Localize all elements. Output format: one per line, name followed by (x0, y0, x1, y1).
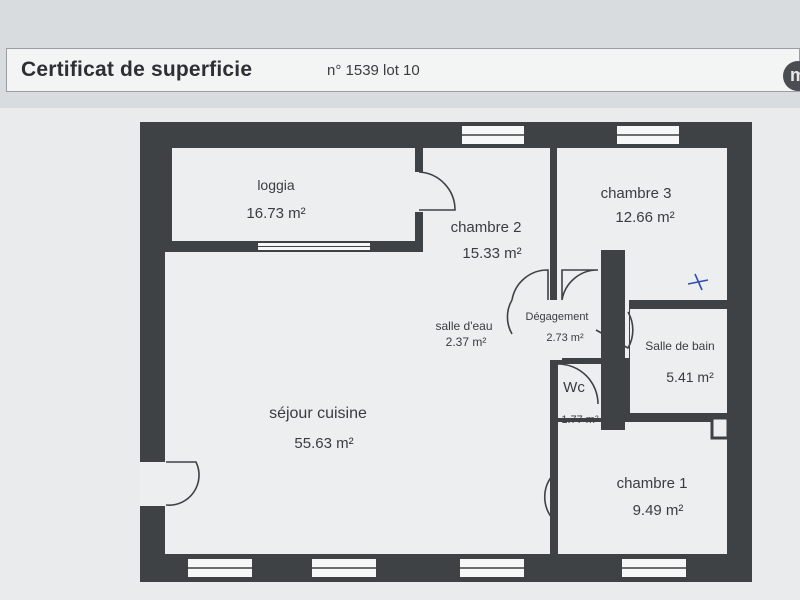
wc-door-swing (557, 363, 599, 405)
salle-eau-name: salle d'eau (436, 319, 493, 333)
degagement-area: 2.73 m² (546, 332, 584, 344)
sejour-area: 55.63 m² (294, 435, 353, 452)
sejour-extension (415, 252, 425, 362)
chambre3-door-swing (561, 269, 599, 301)
entrance-door-swing (165, 461, 200, 506)
salle-bain-floor (630, 309, 727, 413)
duct-box (710, 416, 730, 440)
wc-area: 1.77 m² (561, 414, 599, 426)
entrance-door-opening (140, 462, 166, 506)
salle-bain-door-swing (595, 311, 634, 350)
sejour-floor (165, 252, 550, 554)
chambre1-name: chambre 1 (617, 475, 688, 492)
sejour-name: séjour cuisine (269, 405, 367, 422)
loggia-door-swing (418, 171, 456, 211)
chambre2-name: chambre 2 (451, 219, 522, 236)
corridor-floor (550, 300, 562, 360)
certificate-header: Certificat de superficie n° 1539 lot 10 … (6, 48, 800, 92)
pen-mark-icon (687, 273, 709, 291)
chambre1-floor (558, 422, 727, 554)
certificate-reference: n° 1539 lot 10 (327, 62, 420, 79)
loggia-area: 16.73 m² (246, 205, 305, 222)
chambre1-door-swing (543, 475, 553, 519)
page-title: Certificat de superficie (21, 58, 253, 81)
chambre2-area: 15.33 m² (462, 245, 521, 262)
wc-name: Wc (563, 379, 585, 396)
salle-eau-area: 2.37 m² (446, 335, 487, 349)
salle-eau-door-swing (506, 299, 513, 335)
chambre3-area: 12.66 m² (615, 209, 674, 226)
chambre2-door-swing (511, 269, 549, 301)
chambre1-area: 9.49 m² (633, 502, 684, 519)
loggia-name: loggia (257, 177, 295, 193)
loggia-floor (172, 148, 415, 241)
chambre3-name: chambre 3 (601, 185, 672, 202)
wc-floor (558, 364, 606, 418)
salle-bain-name: Salle de bain (645, 339, 714, 353)
chambre3-floor (557, 148, 727, 300)
degagement-name: Dégagement (526, 311, 589, 323)
brand-logo-icon: m (783, 61, 800, 91)
loggia-door-opening (414, 172, 424, 212)
salle-bain-area: 5.41 m² (666, 369, 714, 385)
salle-eau-floor (422, 309, 508, 361)
